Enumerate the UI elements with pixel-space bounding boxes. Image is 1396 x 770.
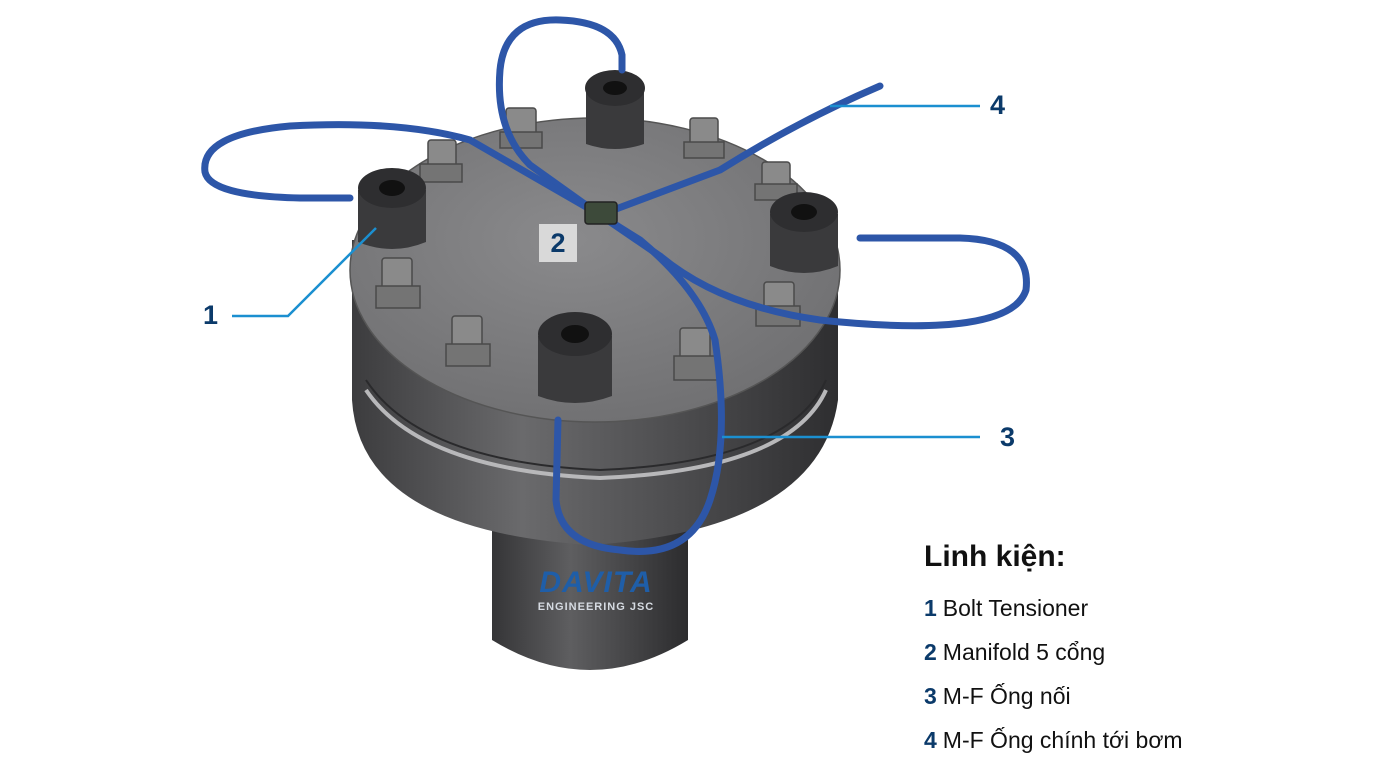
callout-number-2: 2 (550, 227, 566, 258)
legend-item-number: 4 (924, 727, 937, 753)
stud-nut (683, 117, 725, 159)
bolt-tensioner (585, 70, 645, 149)
stud-nut (445, 315, 491, 367)
callout-number-3: 3 (1000, 422, 1016, 452)
leader-lines (232, 104, 980, 439)
stud-nut (375, 257, 421, 309)
legend-item-label: M-F Ống chính tới bơm (942, 727, 1183, 753)
legend-item-label: Manifold 5 cổng (942, 639, 1106, 665)
bolt-tensioner (538, 312, 612, 403)
callout-number-2-box: 2 (539, 224, 577, 262)
legend-item-number: 3 (924, 683, 937, 709)
hoses (201, 16, 1030, 555)
legend-title: Linh kiện: (924, 540, 1066, 573)
stud-nut (673, 327, 719, 381)
bolt-tensioners (358, 70, 838, 403)
stud-nut (419, 139, 463, 183)
bolt-tensioner (770, 192, 838, 273)
legend-item-label: Bolt Tensioner (942, 595, 1089, 621)
logo-brand: DAVITA (539, 566, 653, 599)
legend-item-number: 1 (924, 595, 937, 621)
company-logo: DAVITA ENGINEERING JSC (530, 566, 662, 613)
manifold (584, 201, 618, 225)
callout-number-1: 1 (203, 300, 219, 330)
bolt-tensioner (358, 168, 426, 249)
legend-item-label: M-F Ống nối (942, 683, 1071, 709)
legend-item-number: 2 (924, 639, 937, 665)
leader-line-1 (232, 227, 377, 318)
logo-subtitle: ENGINEERING JSC (537, 601, 655, 613)
callout-number-4: 4 (990, 90, 1006, 120)
